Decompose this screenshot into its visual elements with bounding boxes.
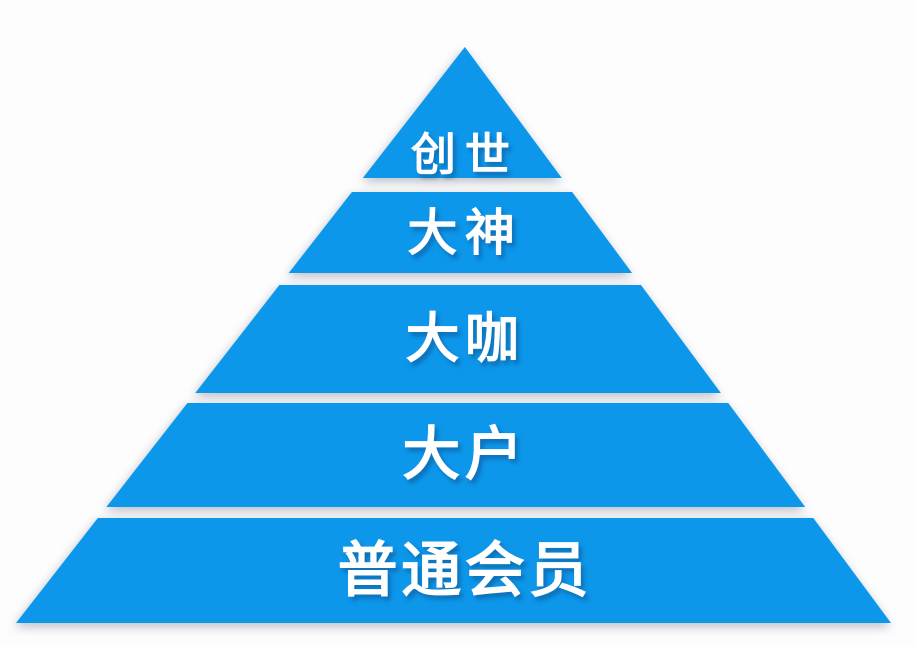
pyramid-tier-5: 普通会员 <box>16 518 891 623</box>
pyramid-tier-4: 大户 <box>16 403 891 507</box>
tier-3-label: 大咖 <box>405 309 525 369</box>
pyramid: 创世 大神 大咖 大户 普通会员 <box>16 47 891 623</box>
pyramid-tier-1: 创世 <box>16 47 891 178</box>
tier-1-label: 创世 <box>410 129 519 180</box>
tier-2-label: 大神 <box>407 204 523 261</box>
pyramid-tier-2: 大神 <box>16 192 891 273</box>
tier-4-label: 大户 <box>402 422 528 487</box>
tier-5-label: 普通会员 <box>337 536 593 604</box>
pyramid-shape: 创世 大神 大咖 大户 普通会员 <box>16 47 891 623</box>
pyramid-tier-3: 大咖 <box>16 285 891 393</box>
